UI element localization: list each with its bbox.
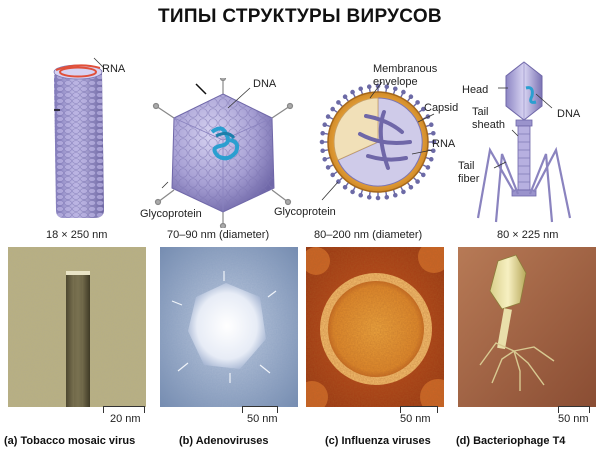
label-glycoprotein-b: Glycoprotein [140, 208, 202, 220]
label-tail-2: Tail [458, 160, 475, 172]
glycoprotein-spike-tip [431, 130, 436, 136]
label-glycoprotein-c: Glycoprotein [274, 206, 336, 218]
glycoprotein-spike-tip [330, 172, 335, 178]
scale-bar-a [103, 406, 145, 413]
label-envelope: envelope [373, 76, 418, 88]
label-head: Head [462, 84, 489, 96]
scale-label-c: 50 nm [400, 413, 431, 425]
label-dna-b: DNA [253, 78, 277, 90]
tobacco-mosaic-virus-diagram [53, 57, 105, 218]
glycoprotein-spike-tip [421, 172, 426, 178]
glycoprotein-spike-tip [415, 100, 420, 105]
glycoprotein-spike-tip [366, 84, 372, 89]
scale-label-d: 50 nm [558, 413, 589, 425]
label-fiber: fiber [458, 173, 480, 185]
micrograph-adenovirus [160, 247, 298, 407]
label-rna-a: RNA [102, 63, 126, 75]
glycoprotein-spike-tip [325, 114, 331, 119]
glycoprotein-spike-tip [408, 185, 414, 190]
caption-bacteriophage: (d) Bacteriophage T4 [456, 435, 566, 447]
glycoprotein-spike-tip [330, 106, 335, 112]
glycoprotein-spike-tip [401, 189, 406, 195]
label-capsid: Capsid [424, 102, 459, 114]
glycoprotein-spike-tip [431, 148, 436, 154]
scale-bar-c [400, 406, 438, 413]
bacteriophage-diagram [476, 61, 572, 223]
label-dna-d: DNA [557, 108, 581, 120]
label-rna-c: RNA [432, 138, 456, 150]
glycoprotein-spike-tip [350, 89, 355, 95]
glycoprotein-spike-tip [384, 84, 390, 89]
dimension-c: 80–200 nm (diameter) [314, 229, 423, 241]
glycoprotein-spike-tip [384, 195, 390, 200]
scale-bar-b [242, 406, 278, 413]
scale-bar-d [558, 406, 590, 413]
glycoprotein-spike-tip [415, 179, 420, 184]
glycoprotein-spike-tip [336, 100, 341, 105]
glycoprotein-spike-tip [325, 165, 331, 170]
micrograph-influenza [306, 247, 444, 407]
scale-label-a: 20 nm [110, 413, 141, 425]
dimension-b: 70–90 nm (diameter) [167, 229, 270, 241]
glycoprotein-spike-tip [393, 86, 398, 92]
glycoprotein-spike-tip [421, 106, 426, 112]
micrograph-tobacco-mosaic [8, 247, 146, 407]
glycoprotein-spike-tip [342, 185, 348, 190]
caption-tobacco-mosaic: (a) Tobacco mosaic virus [4, 435, 136, 447]
label-membranous: Membranous [373, 63, 438, 75]
glycoprotein-spike-tip [319, 139, 325, 145]
label-tail-sheath: Tail sheath [472, 106, 505, 132]
label-sheath: sheath [472, 119, 506, 131]
label-tail-1: Tail [472, 106, 489, 118]
label-tail-fiber: Tail fiber [458, 160, 479, 186]
caption-adenoviruses: (b) Adenoviruses [179, 435, 269, 447]
glycoprotein-spike-tip [322, 122, 328, 127]
scale-label-b: 50 nm [247, 413, 278, 425]
dimension-d: 80 × 225 nm [497, 229, 559, 241]
caption-influenza: (c) Influenza viruses [325, 435, 431, 447]
glycoprotein-spike-tip [358, 192, 363, 198]
glycoprotein-spike-tip [428, 122, 434, 127]
glycoprotein-spike-tip [401, 89, 406, 95]
glycoprotein-spike-tip [408, 94, 414, 99]
glycoprotein-spike-tip [366, 195, 372, 200]
glycoprotein-spike-tip [322, 157, 328, 162]
glycoprotein-spike-tip [358, 86, 363, 92]
glycoprotein-spike-tip [342, 94, 348, 99]
adenovirus-diagram [152, 78, 294, 228]
label-membranous-envelope: Membranous envelope [373, 63, 437, 89]
glycoprotein-spike-tip [393, 192, 398, 198]
glycoprotein-spike-tip [425, 165, 431, 170]
glycoprotein-spike-tip [350, 189, 355, 195]
glycoprotein-spike-tip [375, 195, 381, 201]
influenza-virus-diagram [319, 81, 437, 201]
page-title: ТИПЫ СТРУКТУРЫ ВИРУСОВ [158, 6, 442, 27]
glycoprotein-spike-tip [431, 139, 437, 145]
dimension-a: 18 × 250 nm [46, 229, 108, 241]
glycoprotein-spike-tip [320, 148, 325, 154]
glycoprotein-spike-tip [320, 130, 325, 136]
glycoprotein-spike-tip [428, 157, 434, 162]
micrograph-bacteriophage [458, 247, 596, 407]
